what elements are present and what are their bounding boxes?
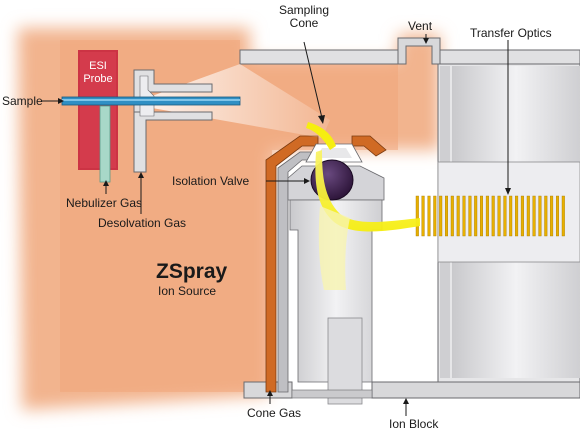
transfer-optics-plate (428, 196, 431, 236)
sample-label: Sample (2, 95, 43, 108)
transfer-optics-plate (445, 196, 448, 236)
transfer-optics-label: Transfer Optics (470, 27, 552, 40)
transfer-optics-plate (562, 196, 565, 236)
transfer-optics-plate (504, 196, 507, 236)
vent-label: Vent (408, 20, 432, 33)
transfer-optics-plate (533, 196, 536, 236)
transfer-optics-plate (556, 196, 559, 236)
cone-gas-label: Cone Gas (247, 407, 301, 420)
transfer-optics-plate (451, 196, 454, 236)
transfer-optics-plate (492, 196, 495, 236)
transfer-optics-plate (469, 196, 472, 236)
transfer-optics-plate (545, 196, 548, 236)
transfer-optics-plate (515, 196, 518, 236)
sampling-cone-label-line2: Cone (276, 17, 332, 30)
transfer-optics-plate (550, 196, 553, 236)
transfer-optics-plate (521, 196, 524, 236)
zspray-title: ZSpray (156, 261, 227, 283)
esi-probe-label-line2: Probe (78, 73, 118, 86)
transfer-optics-plate (539, 196, 542, 236)
ion-block-label: Ion Block (389, 418, 438, 431)
transfer-optics-plate (480, 196, 483, 236)
esi-probe-label-line1: ESI (78, 60, 118, 73)
esi-probe-label: ESI Probe (78, 60, 118, 86)
nebulizer-gas-tube (100, 106, 110, 182)
isolation-valve-label: Isolation Valve (172, 175, 249, 188)
transfer-optics-plate (474, 196, 477, 236)
transfer-optics-plate (457, 196, 460, 236)
transfer-optics-plate (439, 196, 442, 236)
transfer-optics-plate (416, 196, 419, 236)
desolvation-gas-label: Desolvation Gas (98, 217, 186, 230)
transfer-optics-plate (434, 196, 437, 236)
nebulizer-gas-label: Nebulizer Gas (66, 197, 142, 210)
transfer-optics-plate (509, 196, 512, 236)
transfer-optics-plate (422, 196, 425, 236)
transfer-optics-plate (527, 196, 530, 236)
transfer-optics-plate (498, 196, 501, 236)
transfer-optics-plate (463, 196, 466, 236)
sampling-cone-label: Sampling Cone (276, 4, 332, 30)
ion-source-label: Ion Source (158, 285, 216, 298)
transfer-optics-plate (486, 196, 489, 236)
